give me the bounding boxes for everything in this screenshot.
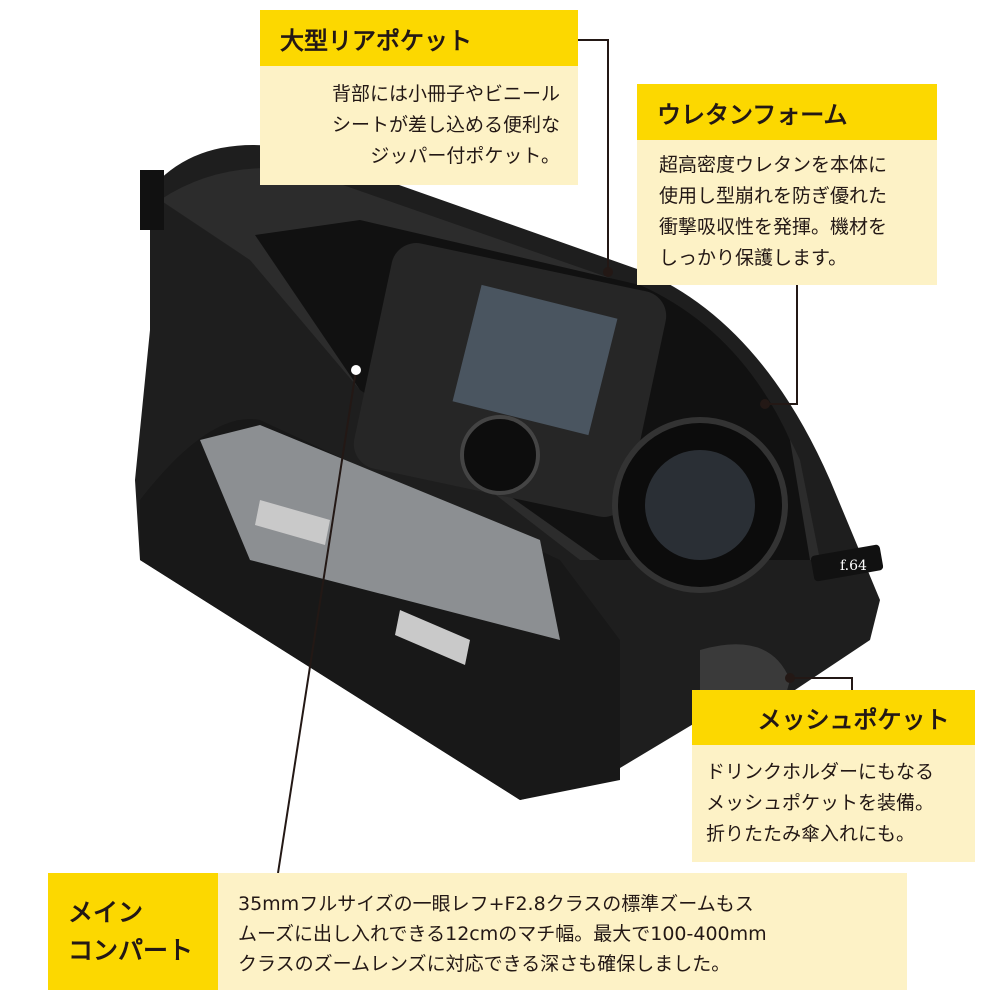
tablet — [200, 425, 560, 640]
callout-line: 折りたたみ傘入れにも。 — [706, 823, 916, 845]
callout-line: 衝撃吸収性を発揮。機材を — [659, 216, 888, 238]
brand-tag: f.64 — [840, 558, 867, 574]
callout-line: 超高密度ウレタンを本体に — [659, 154, 888, 176]
callout-line: 35mmフルサイズの一眼レフ+F2.8クラスの標準ズームもス — [238, 893, 754, 915]
callout-title: ウレタンフォーム — [637, 84, 937, 140]
callout-line: ムーズに出し入れできる12cmのマチ幅。最大で100-400mm — [238, 923, 767, 945]
callout-title-line: メイン — [68, 897, 144, 927]
callout-title: メッシュポケット — [692, 690, 975, 745]
callout-title: 大型リアポケット — [260, 10, 578, 66]
callout-mesh-pocket: メッシュポケット ドリンクホルダーにもなる メッシュポケットを装備。 折りたたみ… — [692, 690, 975, 862]
callout-line: ドリンクホルダーにもなる — [706, 761, 935, 783]
callout-line: ジッパー付ポケット。 — [370, 145, 560, 167]
callout-line: 使用し型崩れを防ぎ優れた — [659, 185, 888, 207]
callout-rear-pocket: 大型リアポケット 背部には小冊子やビニール シートが差し込める便利な ジッパー付… — [260, 10, 578, 185]
callout-main-compartment: メイン コンパート 35mmフルサイズの一眼レフ+F2.8クラスの標準ズームもス… — [48, 873, 907, 990]
callout-title-line: コンパート — [68, 935, 194, 965]
camera-screen — [452, 284, 618, 436]
callout-urethane: ウレタンフォーム 超高密度ウレタンを本体に 使用し型崩れを防ぎ優れた 衝撃吸収性… — [637, 84, 937, 285]
callout-line: シートが差し込める便利な — [331, 114, 560, 136]
callout-line: メッシュポケットを装備。 — [706, 792, 935, 814]
callout-line: クラスのズームレンズに対応できる深さも確保しました。 — [238, 953, 731, 975]
callout-line: 背部には小冊子やビニール — [331, 83, 560, 105]
callout-line: しっかり保護します。 — [659, 247, 848, 269]
